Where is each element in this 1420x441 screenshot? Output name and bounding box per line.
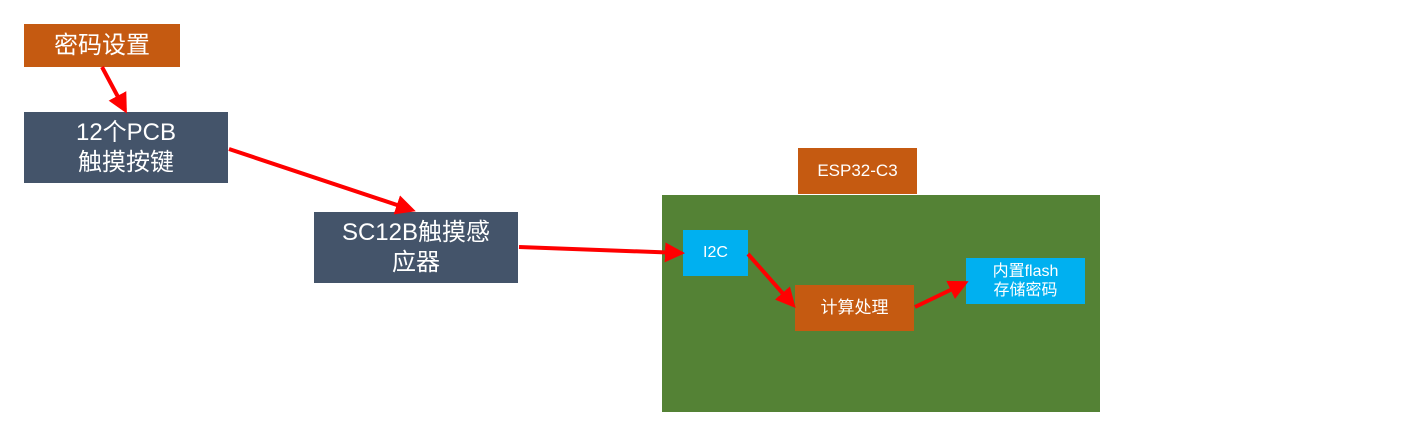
node-label-line2: 应器	[392, 248, 440, 276]
arrow-password-to-keys	[100, 66, 127, 114]
node-touch-keys: 12个PCB 触摸按键	[24, 112, 228, 183]
node-compute: 计算处理	[795, 285, 914, 331]
mcu-title-label: ESP32-C3	[817, 161, 898, 181]
mcu-title: ESP32-C3	[798, 148, 917, 194]
node-sensor: SC12B触摸感 应器	[314, 212, 518, 283]
node-label: 计算处理	[820, 298, 889, 318]
arrow-sensor-to-i2c	[518, 242, 685, 263]
node-label-line1: 内置flash	[992, 262, 1059, 280]
arrow-keys-to-sensor	[228, 147, 416, 215]
node-label: 密码设置	[54, 31, 150, 59]
node-label-line2: 触摸按键	[78, 148, 174, 176]
node-label-line1: 12个PCB	[75, 118, 177, 146]
node-label-line2: 存储密码	[993, 282, 1058, 299]
node-label: I2C	[703, 244, 728, 261]
node-flash: 内置flash 存储密码	[966, 258, 1085, 304]
node-password-setting: 密码设置	[24, 24, 180, 67]
node-label-line1: SC12B触摸感	[341, 218, 491, 246]
node-i2c: I2C	[683, 230, 748, 276]
